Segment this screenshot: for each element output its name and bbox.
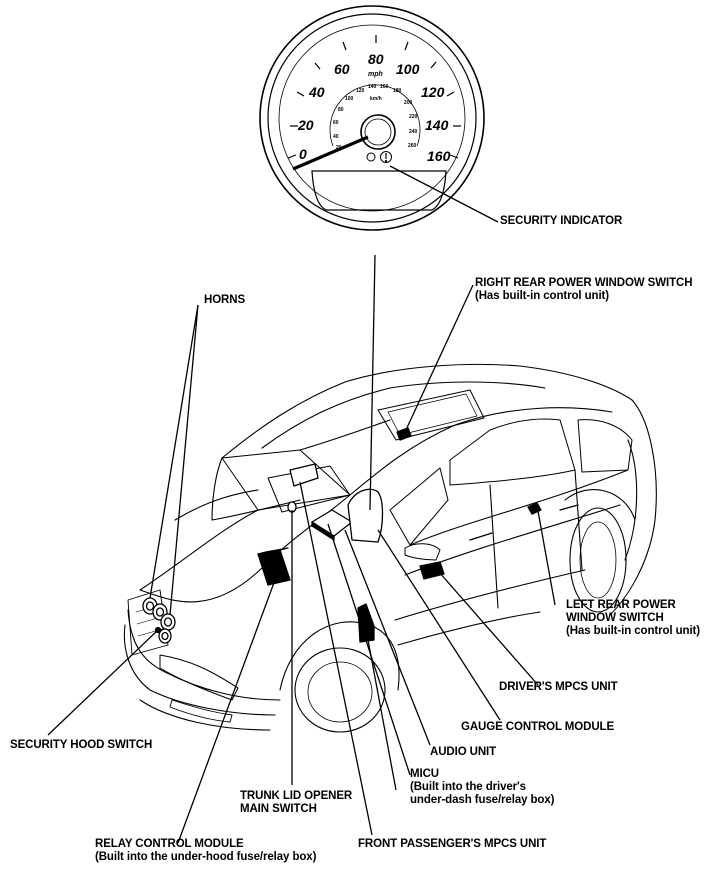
rr-window-switch-note: (Has built-in control unit): [475, 290, 610, 302]
svg-text:160: 160: [380, 84, 389, 90]
lr-window-switch-title-2: WINDOW SWITCH: [566, 612, 664, 624]
leader-lines: [47, 165, 556, 844]
gauge-module-in-car: [347, 488, 384, 543]
micu-label: MICU (Built into the driver's under-dash…: [410, 768, 554, 807]
svg-text:140: 140: [368, 84, 377, 90]
micu-title: MICU: [410, 768, 439, 780]
relay-module-note: (Built into the under-hood fuse/relay bo…: [95, 851, 317, 863]
gauge-ticks: [287, 35, 461, 159]
components: [142, 427, 542, 644]
trunk-opener-title-1: TRUNK LID OPENER: [240, 790, 353, 802]
lr-window-switch-label: LEFT REAR POWER WINDOW SWITCH (Has built…: [566, 599, 700, 638]
svg-text:100: 100: [345, 96, 354, 102]
kmh-unit-label: km/h: [370, 96, 382, 102]
mph-tick-label: 80: [368, 51, 384, 67]
kmh-scale-arc: [329, 84, 421, 147]
micu-note-2: under-dash fuse/relay box): [410, 794, 555, 806]
audio-unit-box: [289, 463, 319, 487]
svg-text:220: 220: [409, 114, 418, 120]
svg-text:20: 20: [336, 145, 342, 151]
mph-tick-label: 40: [308, 84, 325, 100]
rr-window-switch-box: [396, 427, 412, 441]
front-door-window: [389, 467, 449, 546]
side-mirror: [404, 543, 441, 561]
mph-unit-label: mph: [368, 71, 383, 78]
rr-window-switch-title: RIGHT REAR POWER WINDOW SWITCH: [475, 277, 693, 289]
front-pass-mpcs-label: FRONT PASSENGER'S MPCS UNIT: [358, 838, 547, 850]
security-indicator-lamp: [366, 152, 376, 162]
mph-tick-label: 20: [297, 117, 314, 133]
speedometer-gauge: [259, 5, 485, 231]
rr-window-switch-label: RIGHT REAR POWER WINDOW SWITCH (Has buil…: [475, 277, 693, 303]
audio-unit-label: AUDIO UNIT: [430, 746, 497, 758]
drivers-mpcs-box: [419, 561, 445, 580]
gauge-needle: [292, 135, 369, 171]
relay-module-title: RELAY CONTROL MODULE: [95, 838, 244, 850]
sunroof: [377, 389, 485, 441]
security-hood-switch-label: SECURITY HOOD SWITCH: [10, 739, 153, 751]
relay-control-module-label: RELAY CONTROL MODULE (Built into the und…: [95, 838, 316, 864]
left-headlight: [159, 654, 239, 701]
security-indicator-label: SECURITY INDICATOR: [500, 215, 623, 227]
mph-tick-label: 0: [299, 146, 307, 162]
horns-label: HORNS: [204, 294, 246, 306]
micu-box: [311, 509, 353, 541]
mph-tick-label: 140: [425, 117, 449, 133]
horns: [142, 597, 176, 644]
svg-text:80: 80: [338, 107, 344, 113]
svg-text:200: 200: [404, 100, 413, 106]
svg-text:260: 260: [408, 143, 417, 149]
odometer-display: [311, 170, 447, 211]
front-pass-mpcs-box: [357, 603, 375, 643]
front-wheel-arch: [279, 621, 400, 691]
mph-tick-label: 100: [396, 61, 420, 77]
mph-tick-label: 120: [421, 84, 445, 100]
svg-text:180: 180: [393, 88, 402, 94]
mph-tick-label: 60: [334, 61, 350, 77]
lr-window-switch-note: (Has built-in control unit): [566, 625, 701, 637]
drivers-mpcs-label: DRIVER'S MPCS UNIT: [499, 681, 618, 693]
warning-lamp: [380, 151, 392, 163]
front-wheel: [294, 647, 386, 733]
lr-window-switch-title-1: LEFT REAR POWER: [566, 599, 676, 611]
rear-wheel: [569, 507, 627, 613]
gauge-kmh-numbers: 20 40 60 80 100 120 140 160 180 200 220 …: [333, 84, 418, 151]
relay-control-module: [257, 547, 291, 586]
mph-tick-label: 160: [427, 148, 451, 164]
front-grille: [127, 589, 169, 656]
micu-note-1: (Built into the driver's: [410, 781, 526, 793]
windshield: [221, 449, 351, 511]
svg-text:240: 240: [409, 129, 418, 135]
trunk-opener-title-2: MAIN SWITCH: [240, 803, 317, 815]
fog-light: [169, 699, 233, 723]
gauge-control-module-label: GAUGE CONTROL MODULE: [461, 721, 615, 733]
hood: [139, 509, 259, 591]
trunk-opener-label: TRUNK LID OPENER MAIN SWITCH: [240, 790, 352, 816]
rear-door-window: [449, 418, 576, 486]
svg-text:60: 60: [333, 120, 339, 126]
gauge-mph-numbers: 0 20 40 60 80 100 120 140 160: [297, 51, 451, 164]
svg-text:40: 40: [333, 134, 339, 140]
svg-text:120: 120: [356, 88, 365, 94]
needle-hub: [360, 114, 396, 150]
